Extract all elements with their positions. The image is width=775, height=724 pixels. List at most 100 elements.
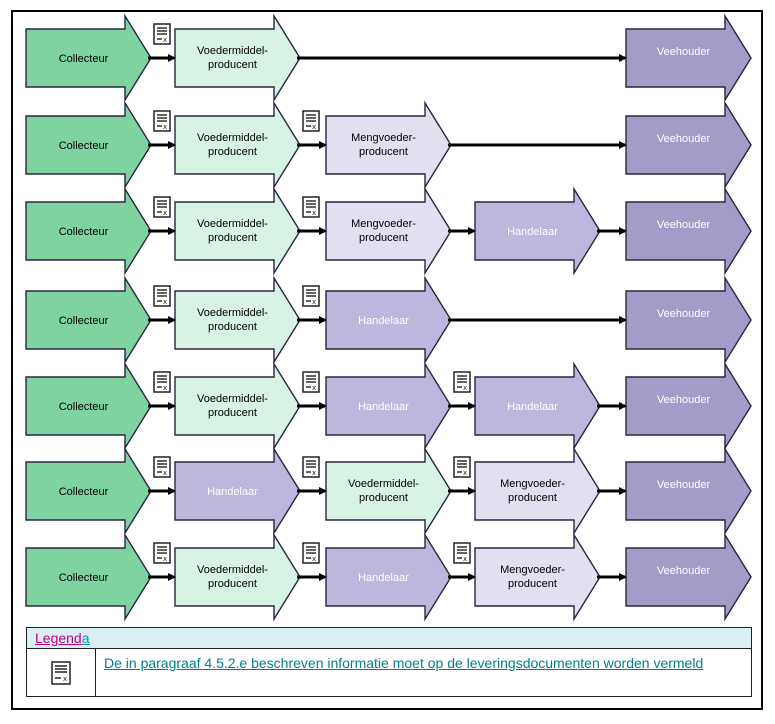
node-label: Mengvoeder- — [351, 132, 416, 144]
arrow-shape — [25, 100, 152, 190]
document-icon: x — [51, 660, 71, 685]
document-icon: x — [453, 542, 471, 564]
arrow-shape — [25, 532, 152, 622]
node-label: producent — [208, 146, 257, 158]
legend-table: Legenda x De in paragraaf 4.5.2.e beschr… — [26, 627, 752, 697]
flow-node: Voedermiddel-producent — [174, 100, 301, 190]
node-label: Veehouder — [657, 565, 711, 577]
svg-text:x: x — [463, 384, 467, 392]
arrow-shape — [625, 446, 752, 536]
node-label: Voedermiddel- — [197, 307, 268, 319]
flow-row: Collecteur Voedermiddel-producent Handelaa… — [25, 532, 752, 622]
arrow-shape — [625, 100, 752, 190]
node-label: producent — [208, 321, 257, 333]
arrow-shape — [174, 532, 301, 622]
svg-text:x: x — [163, 36, 167, 44]
flow-node: Collecteur — [25, 186, 152, 276]
flow-node: Mengvoeder-producent — [474, 532, 601, 622]
flow-node: Veehouder — [625, 361, 752, 451]
svg-text:x: x — [312, 555, 316, 563]
svg-text:x: x — [463, 469, 467, 477]
svg-text:x: x — [163, 298, 167, 306]
node-label: Veehouder — [657, 133, 711, 145]
node-label: Collecteur — [59, 226, 109, 238]
arrow-shape — [474, 186, 601, 276]
arrow-shape — [625, 361, 752, 451]
flow-node: Handelaar — [325, 532, 452, 622]
arrow-shape — [25, 13, 152, 103]
flow-node: Collecteur — [25, 361, 152, 451]
document-icon: x — [302, 542, 320, 564]
node-label: Mengvoeder- — [500, 564, 565, 576]
flow-node: Mengvoeder-producent — [474, 446, 601, 536]
svg-text:x: x — [463, 555, 467, 563]
flow-node: Voedermiddel-producent — [174, 532, 301, 622]
node-label: producent — [208, 59, 257, 71]
legend-title-part1[interactable]: Legend — [35, 630, 82, 646]
node-label: Collecteur — [59, 315, 109, 327]
node-label: Voedermiddel- — [348, 478, 419, 490]
flow-row: CollecteurVoedermiddel-producentVeehoude… — [25, 13, 752, 103]
svg-text:x: x — [163, 209, 167, 217]
document-icon: x — [302, 371, 320, 393]
node-label: producent — [508, 578, 557, 590]
arrow-shape — [474, 361, 601, 451]
flow-node: Mengvoeder-producent — [325, 186, 452, 276]
svg-text:x: x — [163, 469, 167, 477]
document-icon: x — [153, 371, 171, 393]
document-icon: x — [153, 196, 171, 218]
flow-node: Veehouder — [625, 100, 752, 190]
node-label: Collecteur — [59, 572, 109, 584]
flow-row: Collecteur Voedermiddel-producent Handelaa… — [25, 275, 752, 365]
document-icon: x — [153, 542, 171, 564]
document-icon: x — [453, 456, 471, 478]
legend-title-part2[interactable]: a — [81, 630, 90, 646]
svg-text:x: x — [312, 209, 316, 217]
svg-text:x: x — [312, 384, 316, 392]
node-label: Mengvoeder- — [351, 218, 416, 230]
node-label: Voedermiddel- — [197, 132, 268, 144]
flow-node: Veehouder — [625, 532, 752, 622]
svg-text:x: x — [312, 469, 316, 477]
arrow-shape — [625, 532, 752, 622]
flow-node: Handelaar — [474, 361, 601, 451]
arrow-shape — [625, 186, 752, 276]
legend-description[interactable]: De in paragraaf 4.5.2.e beschreven infor… — [104, 655, 704, 671]
node-label: Handelaar — [507, 401, 558, 413]
document-icon: x — [453, 371, 471, 393]
flow-row: Collecteur Voedermiddel-producent Mengvoed… — [25, 186, 752, 276]
arrow-shape — [325, 186, 452, 276]
supply-chain-diagram: CollecteurVoedermiddel-producentVeehoude… — [25, 13, 752, 622]
flow-node: Voedermiddel-producent — [174, 186, 301, 276]
flow-node: Veehouder — [625, 446, 752, 536]
arrow-shape — [474, 446, 601, 536]
flow-node: Mengvoeder-producent — [325, 100, 452, 190]
node-label: producent — [508, 492, 557, 504]
flow-node: Veehouder — [625, 13, 752, 103]
flow-node: Handelaar — [474, 186, 601, 276]
node-label: Mengvoeder- — [500, 478, 565, 490]
node-label: Handelaar — [358, 315, 409, 327]
arrow-shape — [325, 100, 452, 190]
document-icon: x — [153, 110, 171, 132]
arrow-shape — [25, 186, 152, 276]
document-icon: x — [302, 110, 320, 132]
node-label: Collecteur — [59, 140, 109, 152]
legend-header: Legenda — [27, 628, 751, 649]
node-label: Veehouder — [657, 46, 711, 58]
node-label: Veehouder — [657, 479, 711, 491]
node-label: Voedermiddel- — [197, 45, 268, 57]
flow-node: Voedermiddel-producent — [325, 446, 452, 536]
arrow-shape — [174, 100, 301, 190]
node-label: producent — [208, 578, 257, 590]
flow-node: Collecteur — [25, 100, 152, 190]
svg-text:x: x — [63, 675, 67, 683]
arrow-shape — [474, 532, 601, 622]
arrow-shape — [625, 13, 752, 103]
document-icon: x — [153, 456, 171, 478]
arrow-shape — [25, 361, 152, 451]
arrow-shape — [174, 275, 301, 365]
node-label: Veehouder — [657, 308, 711, 320]
arrow-shape — [174, 361, 301, 451]
